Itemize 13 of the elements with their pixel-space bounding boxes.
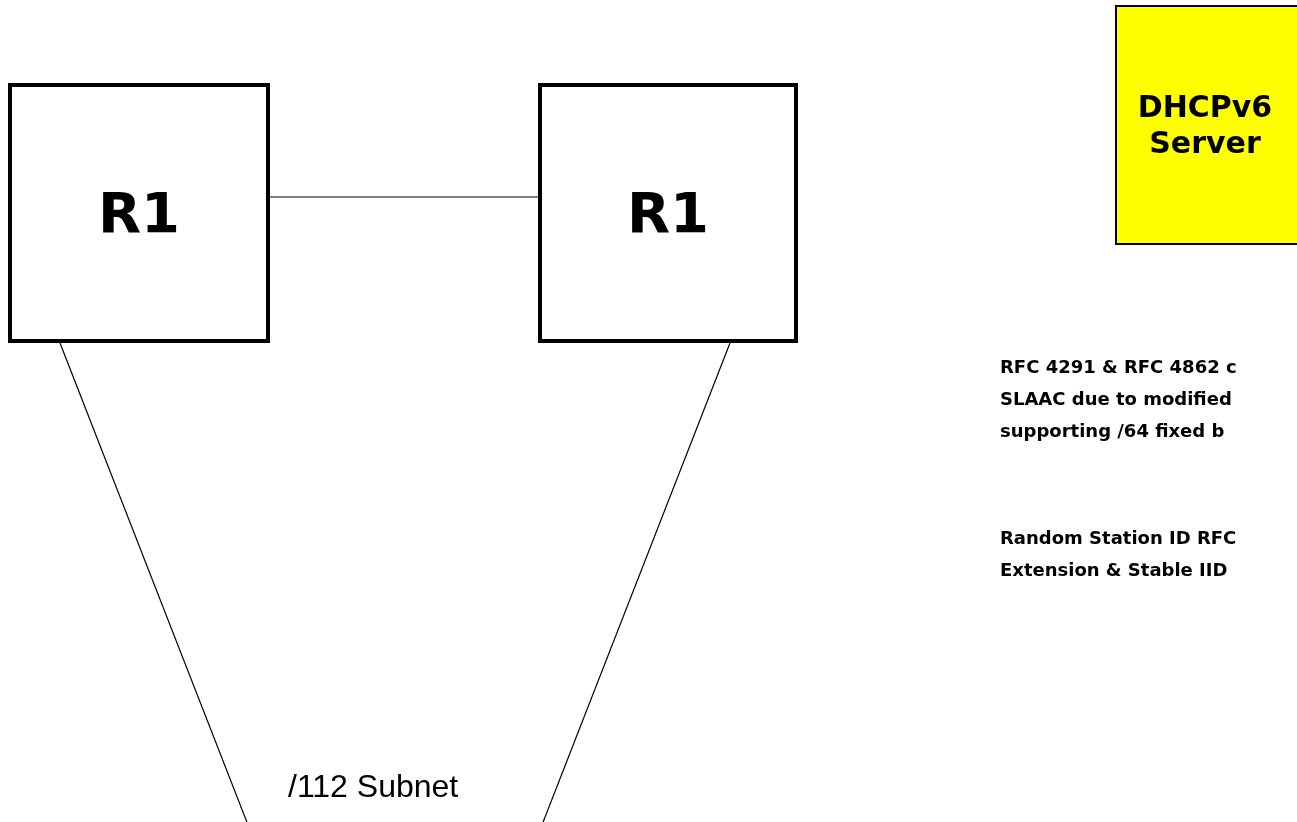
subnet-label: /112 Subnet	[288, 768, 459, 805]
note-text: Extension & Stable IID	[1000, 559, 1228, 580]
note-text: Random Station ID RFC	[1000, 527, 1237, 548]
node-label: R1	[626, 179, 710, 247]
router-box	[538, 83, 798, 343]
note-text: SLAAC due to modified	[1000, 388, 1232, 409]
router-box	[8, 83, 270, 343]
node-label: DHCPv6 Server	[1136, 89, 1274, 161]
note-text: supporting /64 fixed b	[1000, 420, 1225, 441]
node-label: R1	[97, 179, 181, 247]
server-box	[1115, 5, 1297, 245]
connector-line	[269, 196, 539, 198]
note-text: RFC 4291 & RFC 4862 c	[1000, 356, 1237, 377]
